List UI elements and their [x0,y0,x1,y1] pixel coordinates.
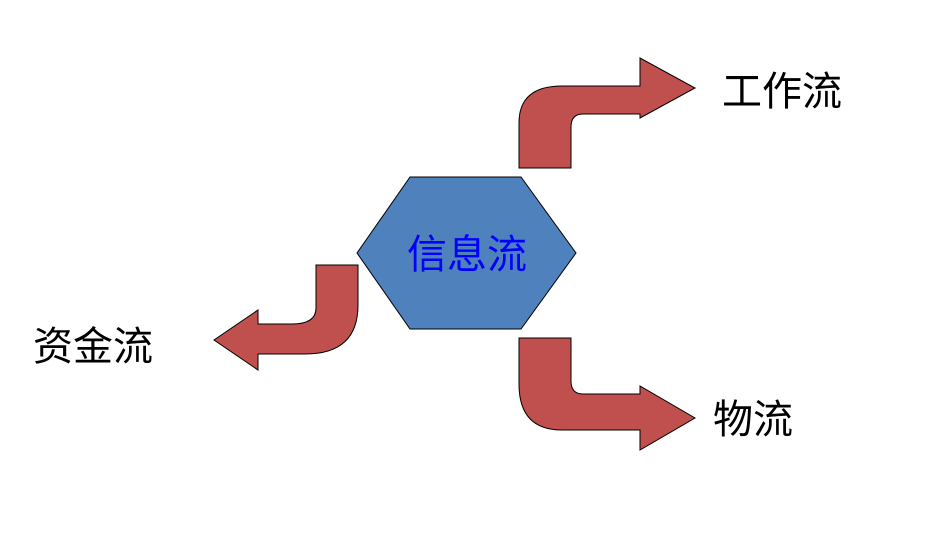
arrow-to-work-flow [518,57,697,169]
center-label: 信息流 [407,232,527,278]
center-hexagon [356,176,577,330]
goods-flow-label: 物流 [713,397,793,443]
money-flow-label: 资金流 [33,324,153,370]
work-flow-label: 工作流 [722,69,842,115]
arrow-to-goods-flow [518,337,696,451]
arrow-to-money-flow [213,264,359,371]
